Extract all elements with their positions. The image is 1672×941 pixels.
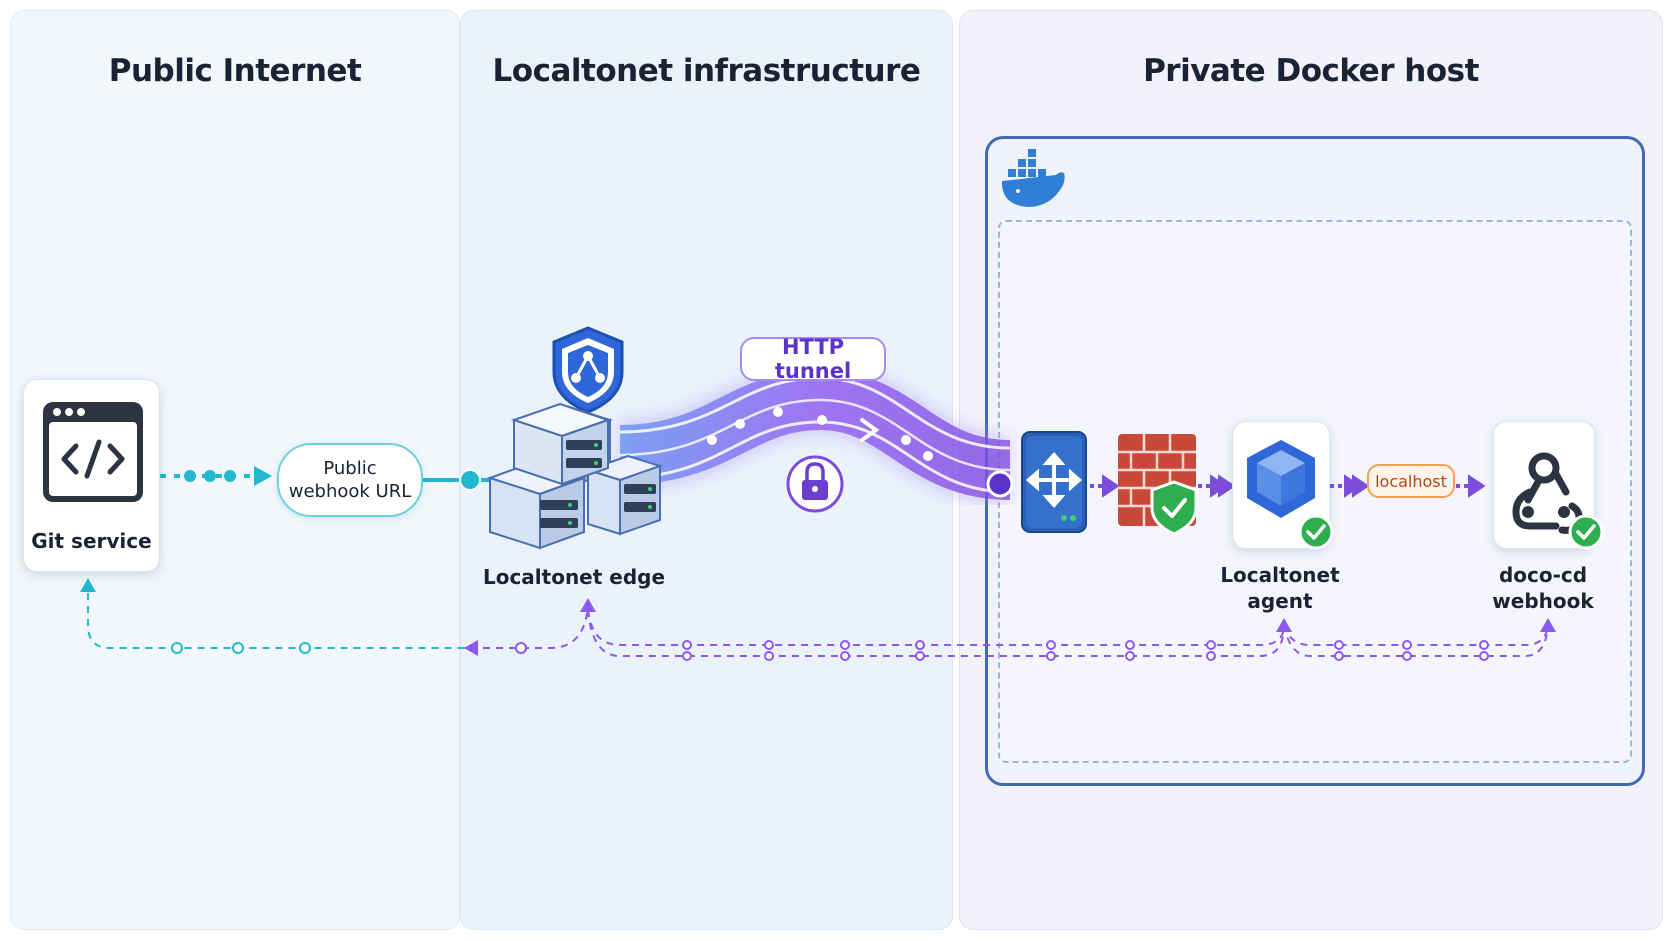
- doco-line1: doco-cd: [1498, 563, 1588, 587]
- doco-cd-webhook-card[interactable]: [1493, 421, 1595, 549]
- zone-title-private: Private Docker host: [1143, 53, 1479, 89]
- git-service-card[interactable]: Git service: [23, 379, 160, 572]
- git-service-label: Git service: [31, 529, 152, 553]
- code-window-icon: [43, 402, 143, 502]
- tunnel-line-mid: [619, 398, 1011, 472]
- agent-line2: agent: [1247, 589, 1313, 613]
- localtonet-edge-label: Localtonet edge: [482, 565, 666, 589]
- localtonet-agent-card[interactable]: [1232, 421, 1330, 549]
- public-webhook-url-pill[interactable]: Public webhook URL: [277, 443, 423, 517]
- return-path-cyan: [87, 580, 470, 649]
- localhost-pill[interactable]: localhost: [1367, 464, 1455, 498]
- http-tunnel-pill[interactable]: HTTP tunnel: [740, 335, 886, 383]
- webhook-url-line1: Public: [323, 458, 377, 479]
- zone-title-public: Public Internet: [108, 53, 362, 89]
- agent-line1: Localtonet: [1220, 563, 1340, 587]
- webhook-url-line2: webhook URL: [288, 481, 412, 502]
- localtonet-agent-label: Localtonet agent: [1210, 562, 1350, 614]
- doco-cd-webhook-label: doco-cd webhook: [1473, 562, 1613, 614]
- doco-line2: webhook: [1492, 589, 1594, 613]
- zone-title-infra: Localtonet infrastructure: [492, 53, 921, 89]
- webhook-icon: [1512, 452, 1583, 534]
- cube-icon: [1247, 440, 1315, 518]
